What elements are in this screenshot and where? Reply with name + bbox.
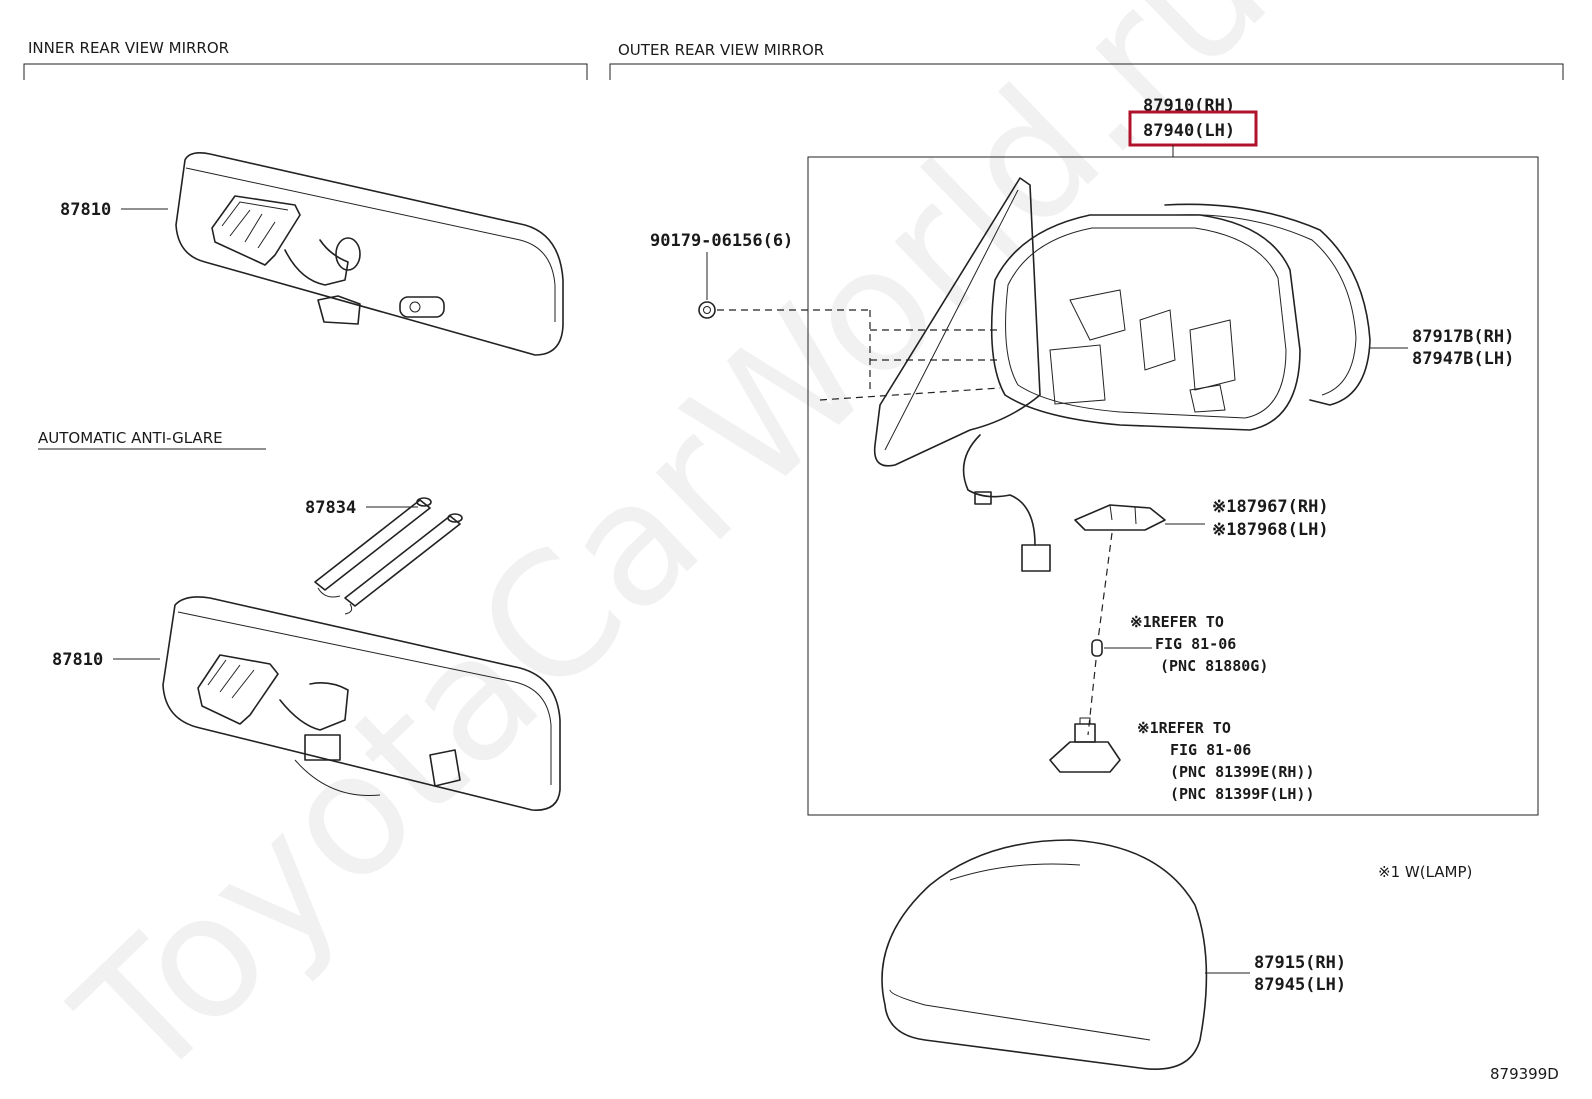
screw-icon [698, 301, 716, 319]
mirror-cover [881, 839, 1208, 1070]
socket-ref-line-2: FIG 81-06 [1170, 741, 1251, 759]
section-title-inner: INNER REAR VIEW MIRROR [28, 39, 229, 57]
part-label-cover-rh: 87915(RH) [1254, 953, 1346, 973]
inner-mirror-bottom [162, 596, 561, 811]
highlight-box-87940 [1128, 110, 1258, 147]
part-label-87810-bottom: 87810 [52, 650, 103, 670]
footnote: ※1 W(LAMP) [1378, 863, 1472, 881]
part-label-lamp-rh: ※187967(RH) [1212, 497, 1329, 517]
part-label-cover-lh: 87945(LH) [1254, 975, 1346, 995]
part-label-lamp-lh: ※187968(LH) [1212, 520, 1329, 540]
side-lamp [1074, 504, 1166, 531]
socket-ref-line-1: ※1REFER TO [1137, 719, 1231, 737]
screw-dashed-lines [717, 309, 1001, 401]
part-label-87810-top: 87810 [60, 200, 111, 220]
lamp-dashed-line [1087, 532, 1113, 736]
section-title-outer: OUTER REAR VIEW MIRROR [618, 41, 824, 59]
section-title-anti-glare: AUTOMATIC ANTI-GLARE [38, 429, 223, 447]
wire-harness [962, 434, 1051, 572]
bulb-ref-line-3: (PNC 81880G) [1160, 657, 1268, 675]
outer-mirror-assembly-frame [807, 156, 1539, 816]
socket-ref-line-4: (PNC 81399F(LH)) [1170, 785, 1315, 803]
part-label-87834: 87834 [305, 498, 356, 518]
bulb-ref-line-2: FIG 81-06 [1155, 635, 1236, 653]
socket-icon [1049, 717, 1121, 773]
bulb-ref-line-1: ※1REFER TO [1130, 613, 1224, 631]
section-bracket-inner [23, 63, 588, 80]
section-bracket-outer [609, 63, 1564, 80]
bulb-icon [1091, 639, 1103, 657]
part-label-87940-lh: 87940(LH) [1143, 121, 1235, 141]
watermark: ToyotaCarWorld.ru [40, 0, 1305, 1099]
part-label-87917b-rh: 87917B(RH) [1412, 327, 1514, 347]
part-label-screw: 90179-06156(6) [650, 231, 793, 251]
figure-code: 879399D [1490, 1065, 1559, 1083]
inner-mirror-top [175, 152, 564, 356]
socket-ref-line-3: (PNC 81399E(RH)) [1170, 763, 1315, 781]
part-label-87947b-lh: 87947B(LH) [1412, 349, 1514, 369]
outer-mirror-body [873, 177, 1371, 467]
wire-clip [314, 497, 463, 615]
